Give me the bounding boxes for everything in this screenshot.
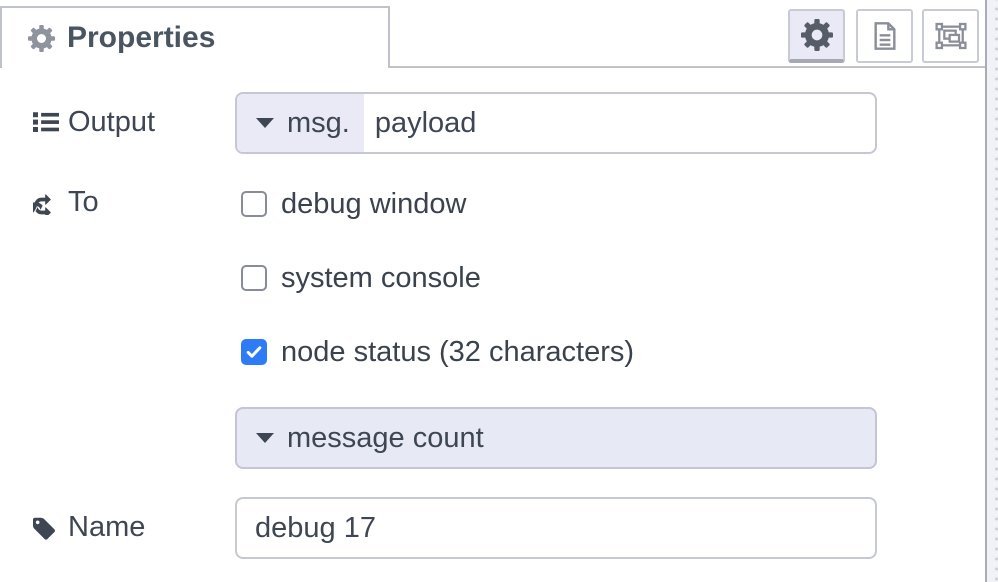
to-label-text: To [68, 185, 99, 218]
output-type-select[interactable]: msg. [237, 94, 364, 152]
checkbox-label: node status (32 characters) [281, 335, 635, 368]
output-label-text: Output [68, 105, 156, 138]
description-tab-button[interactable] [856, 9, 913, 63]
output-field-label: Output [33, 104, 155, 140]
appearance-tab-button[interactable] [922, 9, 979, 63]
object-group-icon [934, 22, 967, 50]
output-value-wrap [364, 94, 875, 152]
output-property-input[interactable] [374, 106, 875, 140]
tab-properties[interactable]: Properties [0, 6, 390, 68]
checkbox-label: debug window [281, 187, 467, 220]
workspace-grid-strip [985, 0, 998, 582]
chevron-down-icon [256, 433, 274, 443]
checkbox-row-system-console[interactable]: system console [241, 260, 481, 296]
node-status-checkbox[interactable] [241, 339, 267, 365]
page-title: Properties [67, 21, 216, 54]
checkbox-row-debug-window[interactable]: debug window [241, 186, 466, 222]
shuffle-icon [33, 194, 51, 215]
name-input[interactable] [255, 511, 875, 545]
document-icon [873, 22, 896, 50]
list-icon [33, 112, 59, 132]
debug-window-checkbox[interactable] [241, 191, 267, 217]
chevron-down-icon [256, 118, 274, 128]
gear-icon [800, 19, 833, 51]
checkbox-label: system console [281, 261, 481, 294]
check-icon [246, 346, 262, 358]
checkbox-row-node-status[interactable]: node status (32 characters) [241, 334, 634, 370]
system-console-checkbox[interactable] [241, 265, 267, 291]
status-type-select[interactable]: message count [235, 407, 877, 469]
output-type-label: msg. [287, 106, 350, 139]
tag-icon [33, 517, 55, 540]
name-field-label: Name [33, 509, 145, 545]
header-divider [390, 66, 985, 68]
output-typed-input: msg. [235, 92, 877, 154]
name-label-text: Name [68, 510, 146, 543]
status-type-value: message count [287, 421, 484, 454]
to-field-label: To [33, 184, 99, 220]
properties-tab-button[interactable] [788, 9, 845, 63]
gear-icon [28, 24, 55, 52]
name-input-wrap [235, 497, 877, 559]
